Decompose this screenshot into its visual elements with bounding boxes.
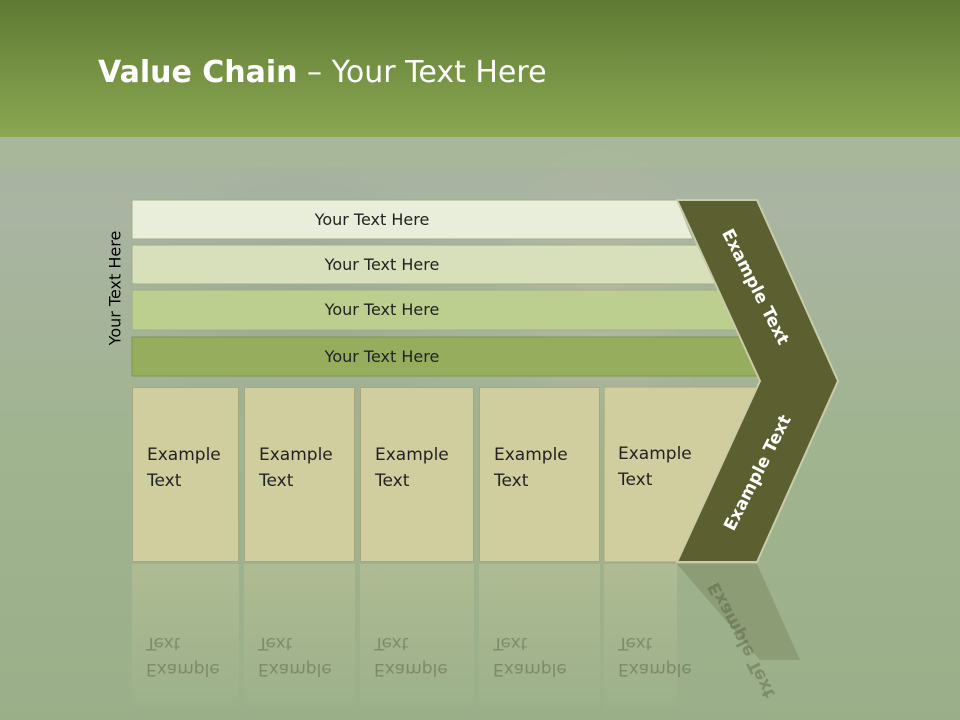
header-shadow-strip [0,137,960,167]
row-2-label: Your Text Here [324,255,440,274]
column-4-reflection: Example Text [479,564,600,714]
column-5: Example Text [604,387,694,562]
column-1-reflection: Example Text [132,564,239,714]
slide-title: Value Chain – Your Text Here [98,55,547,90]
column-2-label: Example Text [259,445,333,491]
column-1-label: Example Text [147,445,221,491]
column-3: Example Text [360,387,474,562]
row-2: Your Text Here [132,245,712,284]
vertical-label: Your Text Here [105,230,125,346]
column-4-label: Example Text [494,445,568,491]
row-3: Your Text Here [132,290,712,329]
column-5-reflection: Example Text [604,564,692,714]
column-2-reflection: Example Text [244,564,355,714]
column-3-reflection-label: Example Text [374,633,448,679]
column-5-reflection-label: Example Text [618,633,692,679]
title-bar: Value Chain – Your Text Here [0,0,960,137]
column-1: Example Text [132,387,239,562]
column-2: Example Text [244,387,355,562]
column-5-label: Example Text [618,444,692,490]
column-4: Example Text [479,387,600,562]
column-2-reflection-label: Example Text [258,633,332,679]
row-1: Your Text Here [132,200,692,239]
title-bold: Value Chain [98,55,298,90]
row-4-label: Your Text Here [324,347,440,366]
title-rest: – Your Text Here [297,55,547,90]
column-1-reflection-label: Example Text [146,633,220,679]
column-3-reflection: Example Text [360,564,474,714]
row-4: Your Text Here [132,337,712,376]
column-3-label: Example Text [375,445,449,491]
column-4-reflection-label: Example Text [493,633,567,679]
row-3-label: Your Text Here [324,300,440,319]
row-1-label: Your Text Here [314,210,430,229]
